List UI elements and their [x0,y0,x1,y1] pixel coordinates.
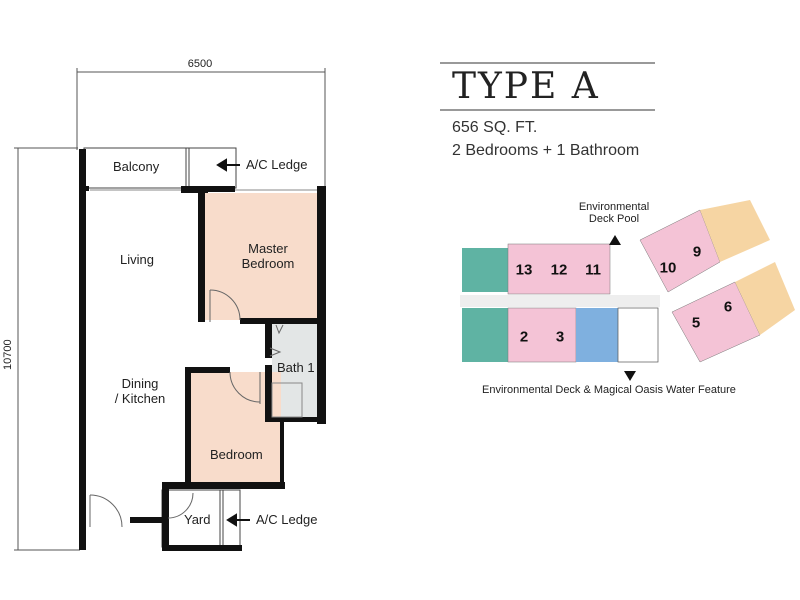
keyplan-unit-number: 10 [659,259,677,277]
keyplan-bottom-label: Environmental Deck & Magical Oasis Water… [482,384,736,396]
keyplan-unit-number: 12 [550,261,568,279]
keyplan-unit-number: 5 [691,314,701,332]
keyplan-unit-number: 13 [515,261,533,279]
master-bedroom-label-line1: Master [248,241,288,256]
walls [79,149,326,551]
balcony-label: Balcony [113,159,160,174]
keyplan-block-pink [507,243,611,295]
keyplan-block-orange [700,200,770,262]
keyplan-unit-number: 2 [519,328,529,346]
keyplan-top-label-line1: Environmental [578,201,650,213]
unit-area: 656 SQ. FT. [452,119,538,136]
dining-label: Dining [121,376,159,391]
keyplan-block-orange [735,262,795,335]
keyplan-unit-number: 9 [692,243,702,261]
keyplan-block-teal [462,248,508,292]
ac-ledge-top-label: A/C Ledge [246,157,308,172]
depth-dimension: 10700 [2,339,14,370]
triangle-down-icon [624,371,636,381]
master-bedroom-fill [205,193,321,320]
yard-label: Yard [184,512,211,527]
width-dimension: 6500 [187,58,213,70]
keyplan-top-label-line2: Deck Pool [588,213,640,225]
unit-layout: 2 Bedrooms + 1 Bathroom [452,142,640,159]
bedroom-label: Bedroom [210,447,263,462]
dimension-lines [14,68,326,551]
kitchen-label: / Kitchen [114,390,166,406]
bath-label: Bath 1 [277,360,315,375]
dining-kitchen-label: Dining/ Kitchen [114,376,166,407]
keyplan-block-pink [507,307,577,363]
ac-ledge-bottom-label: A/C Ledge [256,512,318,527]
keyplan-block-teal [462,308,508,362]
keyplan-unit-number: 3 [555,328,565,346]
keyplan-block-blue [576,308,618,362]
keyplan-unit-number: 11 [585,261,601,279]
key-plan [460,200,795,381]
doors [89,289,303,528]
unit-type-title: TYPE A [452,66,600,107]
keyplan-corridor [460,295,660,307]
arrow-icons [216,158,250,527]
keyplan-core [617,307,659,363]
triangle-up-icon [609,235,621,245]
master-bedroom-label-line2: Bedroom [241,255,295,271]
living-label: Living [120,252,154,267]
keyplan-unit-number: 6 [723,298,733,316]
